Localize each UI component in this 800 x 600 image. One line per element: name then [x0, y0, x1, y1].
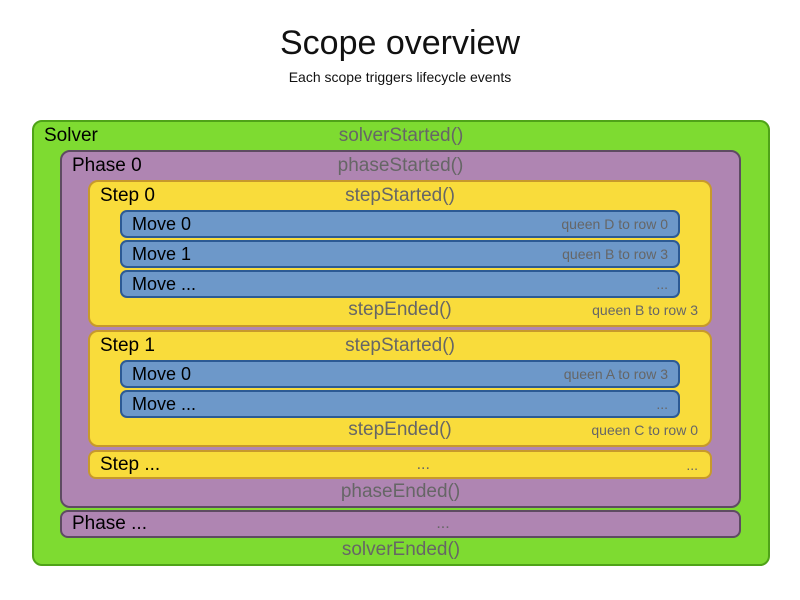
solver-label: Solver — [44, 125, 98, 146]
phase0-scope-box: Phase 0 phaseStarted() Step 0 stepStarte… — [60, 150, 741, 508]
step1-label: Step 1 — [100, 335, 155, 356]
move-label: Move 0 — [132, 363, 192, 384]
phase-more-ellipsis-center: ... — [436, 515, 450, 532]
phase0-header: Phase 0 phaseStarted() — [62, 152, 739, 180]
step1-ended-row: stepEnded() queen C to row 0 — [90, 419, 710, 443]
step-more-label: Step ... — [100, 453, 161, 475]
phase-more-bar: Phase ... ... — [60, 510, 741, 538]
step1-started-event: stepStarted() — [345, 335, 455, 356]
step1-scope-box: Step 1 stepStarted() Move 0 queen A to r… — [88, 330, 712, 447]
step0-ended-detail: queen B to row 3 — [592, 302, 698, 318]
phase-started-event: phaseStarted() — [337, 155, 464, 176]
move-label: Move 0 — [132, 213, 192, 234]
step1-header: Step 1 stepStarted() — [90, 332, 710, 360]
move-detail: queen B to row 3 — [562, 246, 668, 262]
step0-ended-event: stepEnded() — [348, 299, 452, 320]
page-subtitle: Each scope triggers lifecycle events — [288, 69, 512, 85]
solver-started-event: solverStarted() — [338, 125, 464, 146]
step-more-ellipsis-center: ... — [416, 455, 430, 473]
move-row: Move ... ... — [120, 270, 680, 298]
step0-ended-row: stepEnded() queen B to row 3 — [90, 299, 710, 323]
step-more-ellipsis-right: ... — [686, 456, 698, 473]
move-detail: ... — [656, 276, 668, 292]
step-more-bar: Step ... ... ... — [88, 450, 712, 479]
phase-more-label: Phase ... — [72, 513, 147, 534]
solver-header: Solver solverStarted() — [34, 122, 768, 150]
move-row: Move 0 queen A to row 3 — [120, 360, 680, 388]
move-row: Move 0 queen D to row 0 — [120, 210, 680, 238]
move-label: Move ... — [132, 273, 197, 294]
page-title: Scope overview — [279, 24, 520, 62]
solver-scope-box: Solver solverStarted() Phase 0 phaseStar… — [32, 120, 770, 566]
solver-ended-event: solverEnded() — [341, 539, 461, 560]
phase-ended-event: phaseEnded() — [340, 481, 461, 502]
phase0-label: Phase 0 — [72, 155, 142, 176]
step0-scope-box: Step 0 stepStarted() Move 0 queen D to r… — [88, 180, 712, 327]
step1-ended-detail: queen C to row 0 — [591, 422, 698, 438]
move-row: Move 1 queen B to row 3 — [120, 240, 680, 268]
step0-moves: Move 0 queen D to row 0 Move 1 queen B t… — [120, 210, 680, 300]
move-detail: ... — [656, 396, 668, 412]
step0-label: Step 0 — [100, 185, 155, 206]
step1-ended-event: stepEnded() — [348, 419, 452, 440]
move-label: Move ... — [132, 393, 197, 414]
move-row: Move ... ... — [120, 390, 680, 418]
move-detail: queen D to row 0 — [561, 216, 668, 232]
move-label: Move 1 — [132, 243, 192, 264]
step0-started-event: stepStarted() — [345, 185, 455, 206]
step1-moves: Move 0 queen A to row 3 Move ... ... — [120, 360, 680, 420]
step0-header: Step 0 stepStarted() — [90, 182, 710, 210]
move-detail: queen A to row 3 — [563, 366, 668, 382]
